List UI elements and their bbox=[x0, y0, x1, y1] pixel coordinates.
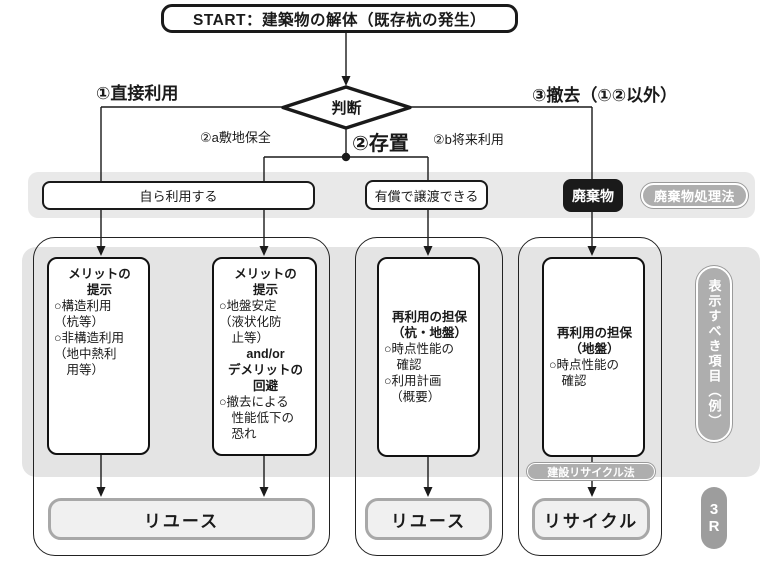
column-text-line: 止等） bbox=[219, 331, 270, 345]
paid-transfer-label: 有償で譲渡できる bbox=[374, 188, 479, 204]
column-text-line: ○利用計画 bbox=[384, 374, 442, 388]
container-waste bbox=[518, 237, 662, 556]
decision-label: 判断 bbox=[331, 100, 362, 117]
column-text-line: 提示 bbox=[86, 283, 112, 297]
column-text-line: （概要） bbox=[384, 390, 441, 404]
column-text-line: ○時点性能の bbox=[384, 342, 455, 356]
waste-label: 廃棄物 bbox=[572, 187, 614, 204]
three-r-badge: 3 R bbox=[701, 487, 727, 549]
branch-label-site-preservation: ②a敷地保全 bbox=[200, 130, 271, 145]
branch-label-direct-use: ①直接利用 bbox=[96, 84, 179, 103]
outcome-recycle: リサイクル bbox=[532, 498, 650, 540]
start-node: START：建築物の解体（既存杭の発生） bbox=[161, 4, 518, 33]
column-box-reuse-guarantee-ground: 再利用の担保 （地盤） ○時点性能の 確認 bbox=[542, 257, 645, 457]
column-text-line: and/or bbox=[246, 347, 285, 361]
waste-node: 廃棄物 bbox=[563, 179, 623, 212]
outcome-reuse: リユース bbox=[365, 498, 492, 540]
three-r-bottom: R bbox=[708, 518, 720, 535]
arrowhead-reuse1a bbox=[96, 487, 106, 497]
branch-label-future-use: ②b将来利用 bbox=[433, 132, 504, 147]
arrowhead-col3 bbox=[423, 246, 433, 256]
column-text-line: 再利用の担保 bbox=[556, 326, 632, 340]
column-text-line: ○地盤安定 bbox=[219, 299, 277, 313]
column-text-line: （液状化防 bbox=[219, 315, 282, 329]
column-text-line: 確認 bbox=[384, 358, 422, 372]
arrowhead-col4 bbox=[587, 246, 597, 256]
outcome-recycle-label: リサイクル bbox=[543, 511, 639, 531]
arrowhead-recycle bbox=[587, 487, 597, 497]
arrowhead-reuse1b bbox=[259, 487, 269, 497]
column-box-merit-structural: メリットの提示 ○構造利用 （杭等） ○非構造利用 （地中熱利 用等） bbox=[47, 257, 150, 455]
column-box-reuse-guarantee-pile-ground: 再利用の担保 （杭・地盤） ○時点性能の 確認 ○利用計画 （概要） bbox=[377, 257, 480, 457]
start-label: START：建築物の解体（既存杭の発生） bbox=[192, 11, 486, 29]
column-text-line: （地中熱利 bbox=[54, 347, 117, 361]
column-text-line: 提示 bbox=[252, 283, 278, 297]
display-items-pill: 表示すべき項目（例） bbox=[696, 266, 732, 442]
column-text-line: ○非構造利用 bbox=[54, 331, 125, 345]
column-text-line: 再利用の担保 bbox=[391, 310, 467, 324]
column-text-line: 性能低下の bbox=[219, 411, 295, 425]
recycle-law-pill: 建設リサイクル法 bbox=[527, 463, 655, 480]
column-text-line: ○構造利用 bbox=[54, 299, 112, 313]
three-r-top: 3 bbox=[709, 501, 719, 518]
column-text-line: （杭・地盤） bbox=[391, 326, 467, 340]
outcome-reuse-wide: リユース bbox=[48, 498, 315, 540]
column-text-line: （地盤） bbox=[569, 342, 620, 356]
container-paid-transfer bbox=[355, 237, 503, 556]
arrowhead-decision bbox=[341, 76, 351, 86]
column-text-line: ○撤去による bbox=[219, 395, 289, 409]
arrowhead-col2 bbox=[259, 246, 269, 256]
decision-diamond bbox=[281, 85, 412, 130]
outcome-reuse-wide-label: リユース bbox=[143, 511, 220, 531]
container-direct-use bbox=[33, 237, 330, 556]
branch-label-removal: ③撤去（①②以外） bbox=[532, 86, 678, 105]
column-text-line: ○時点性能の bbox=[549, 358, 620, 372]
arrowhead-reuse2 bbox=[423, 487, 433, 497]
column-text-line: デメリットの bbox=[227, 363, 303, 377]
arrowheads bbox=[96, 76, 597, 497]
column-text-line: （杭等） bbox=[54, 315, 105, 329]
junction-dot bbox=[341, 152, 351, 162]
column-text-line: 恐れ bbox=[219, 427, 257, 441]
waste-law-pill: 廃棄物処理法 bbox=[641, 183, 748, 208]
column-text-line: メリットの bbox=[234, 267, 297, 281]
arrowhead-col1 bbox=[96, 246, 106, 256]
column-text-line: メリットの bbox=[68, 267, 131, 281]
column-box-merit-demerit: メリットの提示 ○地盤安定 （液状化防 止等） and/or デメリットの回避 ○撤去によ… bbox=[212, 257, 317, 456]
outcome-reuse-label: リユース bbox=[390, 511, 467, 531]
branch-label-leave-in-place: ②存置 bbox=[352, 133, 409, 155]
self-use-node: 自ら利用する bbox=[42, 181, 315, 210]
waste-law-label: 廃棄物処理法 bbox=[653, 189, 735, 204]
paid-transfer-node: 有償で譲渡できる bbox=[365, 180, 488, 210]
column-text-line: 用等） bbox=[54, 363, 105, 377]
column-text-line: 確認 bbox=[549, 374, 587, 388]
self-use-label: 自ら利用する bbox=[139, 189, 218, 204]
column-text-line: 回避 bbox=[252, 379, 278, 393]
